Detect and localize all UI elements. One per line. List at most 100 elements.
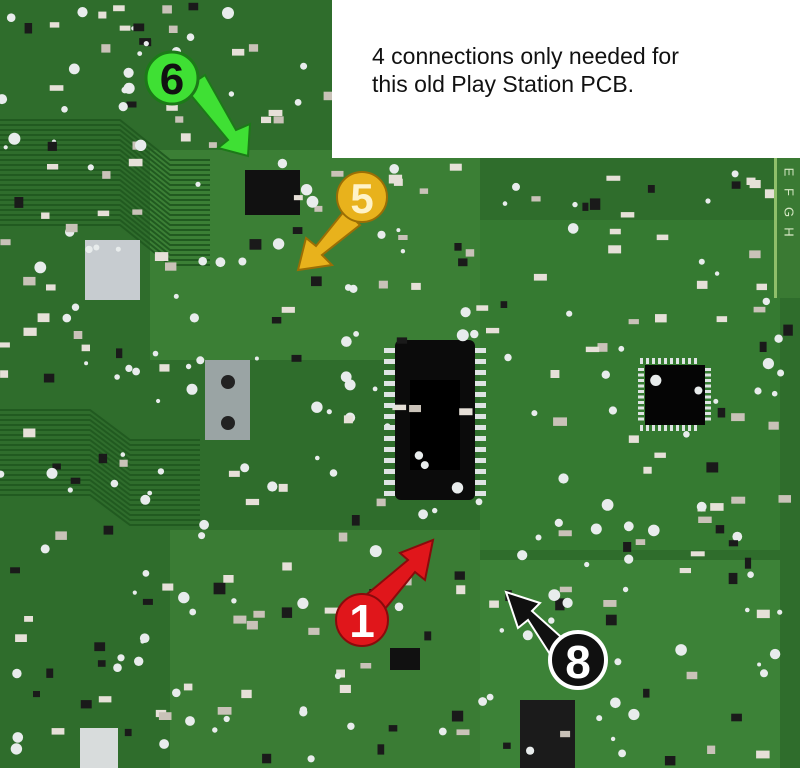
trace	[0, 464, 200, 496]
smd-part	[281, 607, 293, 618]
smd-resistor	[558, 530, 572, 537]
caption-box: 4 connections only needed for this old P…	[332, 0, 800, 158]
smd-part	[744, 557, 752, 569]
solder-pad	[297, 597, 309, 610]
solder-pad	[705, 198, 711, 204]
solder-pad	[140, 494, 151, 505]
solder-pad	[414, 451, 424, 460]
solder-pad	[198, 256, 207, 266]
smd-resistor	[24, 616, 33, 622]
ic-pin	[475, 469, 486, 474]
smd-resistor	[707, 745, 716, 754]
solder-pad	[120, 452, 126, 457]
solder-pad	[610, 697, 621, 709]
solder-pad	[199, 519, 210, 530]
solder-pad	[762, 358, 775, 370]
smd-resistor	[560, 730, 571, 738]
smd-resistor	[162, 583, 174, 591]
smd-resistor	[166, 101, 178, 111]
smd-part	[14, 197, 24, 208]
solder-pad	[152, 350, 159, 357]
solder-pad	[300, 184, 313, 196]
solder-pad	[114, 374, 120, 380]
solder-pad	[84, 361, 89, 366]
smd-resistor	[81, 344, 90, 352]
smd-part	[396, 337, 408, 344]
solder-pad	[696, 501, 707, 512]
smd-resistor	[168, 25, 178, 33]
mount-hole	[221, 416, 235, 430]
smd-resistor	[338, 532, 348, 542]
smd-resistor	[208, 142, 217, 148]
arrow-5	[296, 208, 362, 272]
smd-part	[124, 728, 132, 737]
trace	[0, 494, 200, 526]
smd-resistor	[456, 729, 470, 736]
smd-resistor	[392, 404, 407, 411]
smd-resistor	[23, 327, 37, 336]
smd-resistor	[489, 600, 499, 608]
solder-pad	[624, 554, 634, 564]
ic-pin	[475, 447, 486, 452]
trace	[0, 474, 200, 506]
ic-pin	[475, 491, 486, 496]
solder-pad	[769, 648, 781, 660]
trace	[0, 144, 210, 186]
solder-pad	[198, 532, 206, 540]
solder-pad	[61, 106, 68, 113]
marker-1: 1	[335, 593, 389, 647]
solder-pad	[504, 353, 512, 362]
smd-resistor	[65, 223, 78, 233]
ic-pin	[384, 480, 395, 485]
smd-resistor	[419, 188, 429, 194]
trace	[0, 139, 210, 181]
smd-resistor	[449, 163, 462, 171]
smd-resistor	[241, 689, 252, 699]
smd-resistor	[608, 245, 622, 254]
marker-8-label: 8	[565, 636, 591, 688]
solder-pad	[34, 261, 47, 274]
smd-resistor	[339, 684, 351, 693]
ic-pin	[475, 381, 486, 386]
ic-pin	[475, 425, 486, 430]
qfp-pin	[705, 373, 711, 377]
smd-resistor	[585, 346, 600, 353]
solder-pad	[113, 663, 122, 672]
solder-pad	[714, 271, 720, 276]
solder-pad	[132, 590, 137, 595]
arrow-6	[183, 73, 252, 158]
qfp-pin	[688, 358, 691, 364]
ic-pin	[475, 348, 486, 353]
smd-resistor	[278, 483, 288, 492]
solder-pad	[618, 749, 626, 758]
smd-resistor	[376, 498, 386, 507]
solder-pad	[93, 244, 100, 251]
smd-resistor	[281, 306, 295, 313]
smd-resistor	[175, 116, 184, 123]
qfp-pin	[705, 401, 711, 404]
qfp-pin	[676, 425, 679, 431]
qfp-pin	[638, 395, 644, 399]
smd-part	[97, 660, 106, 667]
solder-pad	[294, 99, 302, 106]
smd-part	[80, 700, 92, 709]
solder-pad	[125, 364, 133, 372]
smd-resistor	[476, 305, 489, 311]
solder-pad	[212, 727, 218, 733]
solder-pad	[3, 145, 8, 150]
smd-resistor	[183, 683, 193, 691]
trace	[0, 169, 210, 211]
trace	[0, 454, 200, 486]
smd-resistor	[456, 585, 466, 595]
solder-pad	[12, 668, 22, 679]
solder-pad	[774, 334, 783, 343]
smd-resistor	[628, 435, 639, 443]
smd-part	[728, 572, 738, 585]
smd-resistor	[764, 189, 775, 199]
smd-part	[503, 742, 511, 749]
smd-resistor	[233, 615, 247, 624]
smd-resistor	[246, 620, 258, 630]
solder-pad	[277, 158, 288, 169]
smd-resistor	[388, 174, 403, 184]
